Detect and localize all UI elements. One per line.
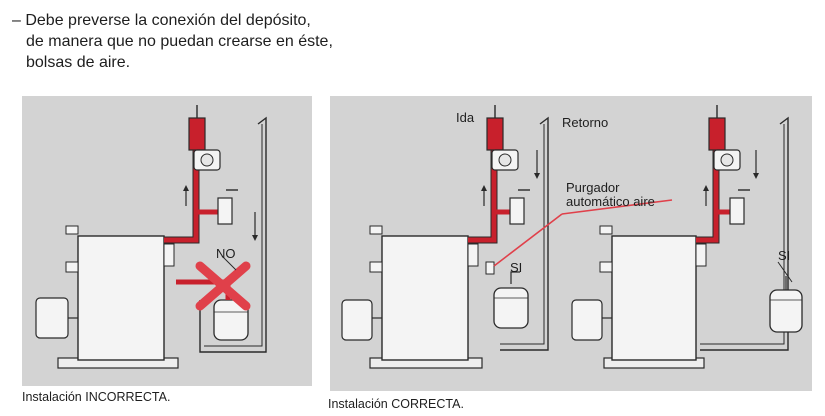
label-purgador-1: Purgador — [566, 180, 620, 195]
cross-icon — [195, 261, 251, 311]
branch-valve — [729, 197, 745, 225]
label-si-right: SI — [778, 248, 790, 263]
label-retorno: Retorno — [562, 115, 608, 130]
correct-diagram-right: SI — [571, 105, 803, 369]
burner — [571, 299, 603, 341]
boiler — [77, 235, 165, 361]
caption-incorrect: Instalación INCORRECTA. — [22, 390, 171, 404]
label-purgador-2: automático aire — [566, 194, 655, 209]
valve-top — [486, 117, 504, 151]
label-ida: Ida — [456, 110, 475, 125]
label-no: NO — [216, 246, 236, 261]
boiler — [611, 235, 697, 361]
intro-line-2: de manera que no puedan crearse en éste, — [26, 33, 333, 50]
valve-top — [188, 117, 206, 151]
caption-correct: Instalación CORRECTA. — [328, 397, 464, 411]
expansion-tank — [493, 287, 529, 329]
boiler — [381, 235, 469, 361]
burner — [341, 299, 373, 341]
air-purger — [485, 261, 495, 275]
expansion-tank — [769, 289, 803, 333]
intro-line-1: – Debe preverse la conexión del depósito… — [12, 12, 311, 29]
label-si-middle: SI — [510, 260, 522, 275]
correct-diagram-middle: Ida Retorno Purgador automático aire SI — [341, 105, 673, 369]
valve-top — [708, 117, 726, 151]
incorrect-diagram: NO — [35, 105, 267, 369]
intro-line-3: bolsas de aire. — [26, 54, 131, 71]
intro-text: – Debe preverse la conexión del depósito… — [12, 10, 333, 73]
expansion-tank — [213, 299, 249, 341]
burner — [35, 297, 69, 339]
branch-valve — [217, 197, 233, 225]
branch-valve — [509, 197, 525, 225]
